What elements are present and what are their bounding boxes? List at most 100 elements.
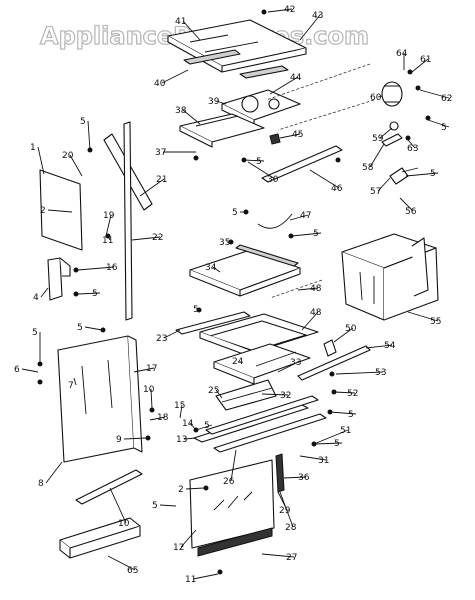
- leader-line: [109, 487, 127, 524]
- leader-line: [247, 161, 276, 180]
- callout-34: 34: [205, 263, 217, 273]
- leader-line: [73, 377, 77, 386]
- leader-line: [69, 154, 83, 177]
- leader-line: [139, 178, 165, 197]
- leader-line: [269, 76, 299, 95]
- callout-5: 5: [256, 157, 262, 167]
- callout-50: 50: [345, 324, 357, 334]
- leader-line: [199, 308, 202, 311]
- callout-10: 10: [143, 385, 155, 395]
- callout-46: 46: [331, 184, 343, 194]
- callout-47: 47: [300, 211, 311, 221]
- callout-10: 10: [118, 519, 130, 529]
- leader-line: [267, 8, 293, 13]
- leader-line: [195, 424, 213, 431]
- callout-7: 7: [68, 381, 74, 391]
- callout-8: 8: [38, 479, 44, 489]
- leader-line: [212, 266, 221, 273]
- callout-11: 11: [102, 236, 113, 246]
- callout-31: 31: [318, 456, 329, 466]
- callout-5: 5: [430, 169, 436, 179]
- leader-line: [291, 232, 322, 237]
- leader-line: [313, 429, 349, 445]
- callout-24: 24: [232, 357, 244, 367]
- leader-line: [123, 437, 147, 440]
- leader-line: [277, 491, 288, 511]
- leader-line: [243, 159, 265, 162]
- callout-54: 54: [384, 341, 396, 351]
- callout-4: 4: [33, 293, 39, 303]
- leader-line: [87, 120, 91, 151]
- callout-16: 16: [106, 263, 118, 273]
- callout-63: 63: [407, 144, 418, 154]
- callout-42: 42: [284, 5, 295, 15]
- callout-43: 43: [312, 11, 323, 21]
- leader-line: [230, 449, 237, 482]
- leader-line: [150, 388, 153, 409]
- callout-9: 9: [116, 435, 122, 445]
- callout-58: 58: [362, 163, 374, 173]
- leader-line: [84, 326, 103, 331]
- callout-5: 5: [80, 117, 86, 127]
- leader-line: [182, 109, 201, 125]
- callout-33: 33: [290, 358, 301, 368]
- leader-line: [105, 214, 112, 237]
- callout-44: 44: [290, 73, 302, 83]
- callout-leader-lines: [21, 8, 450, 580]
- callout-5: 5: [334, 439, 340, 449]
- callout-60: 60: [370, 93, 382, 103]
- leader-line: [163, 329, 181, 339]
- leader-line: [107, 235, 111, 241]
- callout-13: 13: [176, 435, 187, 445]
- leader-line: [289, 214, 309, 221]
- leader-line: [133, 367, 155, 373]
- callout-5: 5: [313, 229, 319, 239]
- callout-35: 35: [219, 238, 230, 248]
- leader-line: [215, 100, 227, 105]
- leader-line: [77, 266, 115, 271]
- callout-14: 14: [182, 419, 194, 429]
- callout-56: 56: [405, 207, 417, 217]
- leader-line: [377, 177, 391, 192]
- leader-line: [192, 573, 219, 580]
- leader-line: [159, 504, 177, 507]
- leader-line: [333, 327, 354, 343]
- callout-59: 59: [372, 134, 384, 144]
- leader-line: [405, 172, 439, 177]
- leader-line: [407, 311, 439, 322]
- leader-line: [189, 422, 197, 431]
- callout-48: 48: [310, 308, 322, 318]
- leader-line: [107, 555, 136, 571]
- leader-line: [182, 20, 201, 41]
- leader-line: [215, 389, 223, 399]
- leader-line: [301, 311, 319, 331]
- leader-line: [185, 487, 205, 490]
- callout-12: 12: [173, 543, 184, 553]
- leader-line: [45, 461, 63, 484]
- callout-5: 5: [204, 421, 210, 431]
- leader-line: [261, 553, 295, 558]
- leader-line: [149, 416, 166, 421]
- leader-line: [180, 529, 197, 548]
- callout-62: 62: [441, 94, 452, 104]
- leader-line: [309, 169, 340, 189]
- callout-52: 52: [347, 389, 358, 399]
- callout-28: 28: [285, 523, 297, 533]
- callout-15: 15: [174, 401, 185, 411]
- leader-line: [47, 209, 73, 213]
- callout-29: 29: [279, 506, 291, 516]
- leader-line: [283, 476, 307, 479]
- leader-line: [261, 393, 289, 396]
- callout-39: 39: [208, 97, 220, 107]
- callout-5: 5: [348, 410, 354, 420]
- callout-5: 5: [32, 328, 38, 338]
- callout-51: 51: [340, 426, 351, 436]
- callout-5: 5: [77, 323, 83, 333]
- leader-line: [40, 287, 49, 298]
- callout-45: 45: [292, 130, 303, 140]
- callout-19: 19: [103, 211, 115, 221]
- callout-38: 38: [175, 106, 187, 116]
- callout-18: 18: [157, 413, 169, 423]
- leader-line: [131, 236, 161, 241]
